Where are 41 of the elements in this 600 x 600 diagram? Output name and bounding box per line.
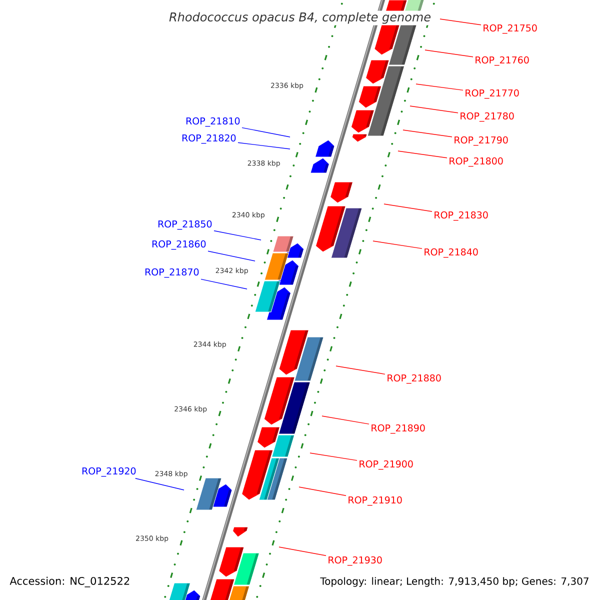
gene-label: ROP_21760	[476, 56, 529, 66]
leader-line	[135, 478, 184, 490]
leader-line	[424, 50, 474, 58]
leader-line	[214, 230, 262, 240]
leader-line	[416, 84, 464, 91]
leader-line	[398, 150, 448, 158]
gene-label: ROP_21820	[182, 134, 236, 144]
gene-label: ROP_21800	[450, 157, 503, 167]
gene-label: ROP_21810	[186, 117, 240, 127]
leader-line	[410, 106, 458, 114]
gene-label: ROP_21780	[460, 112, 514, 122]
gene-label: ROP_21900	[360, 460, 413, 470]
leader-line	[322, 416, 370, 424]
leader-line	[310, 452, 358, 461]
gene-label: ROP_21870	[145, 268, 199, 278]
leader-line	[402, 130, 452, 138]
leader-line	[278, 546, 326, 556]
leader-line	[336, 366, 386, 375]
leader-line	[208, 250, 256, 262]
gene-label: ROP_21840	[424, 248, 478, 258]
leader-line	[298, 486, 346, 496]
gene-label: ROP_21860	[152, 240, 206, 250]
gene-label: ROP_21830	[434, 211, 488, 221]
gene-label: ROP_21910	[348, 496, 402, 506]
title: Rhodococcus opacus B4, complete genome	[168, 10, 433, 26]
accession-label: Accession: NC_012522	[8, 575, 132, 589]
gene-label: ROP_21880	[388, 374, 441, 384]
leader-line	[440, 18, 482, 26]
leader-line	[242, 127, 290, 138]
gene-label: ROP_21770	[466, 89, 519, 99]
gene-label: ROP_21930	[328, 556, 382, 566]
leader-line	[200, 278, 248, 290]
leader-line	[372, 240, 422, 249]
gene-label: ROP_21790	[454, 136, 508, 146]
gene-label: ROP_21850	[158, 220, 212, 230]
genome-info-label: Topology: linear; Length: 7,913,450 bp; Genes: 7,307	[318, 576, 591, 588]
leader-line	[384, 204, 432, 212]
gene-label: ROP_21890	[372, 424, 425, 434]
gene-label: ROP_21920	[82, 467, 136, 477]
gene-label: ROP_21750	[484, 24, 537, 34]
leader-line	[238, 142, 290, 150]
